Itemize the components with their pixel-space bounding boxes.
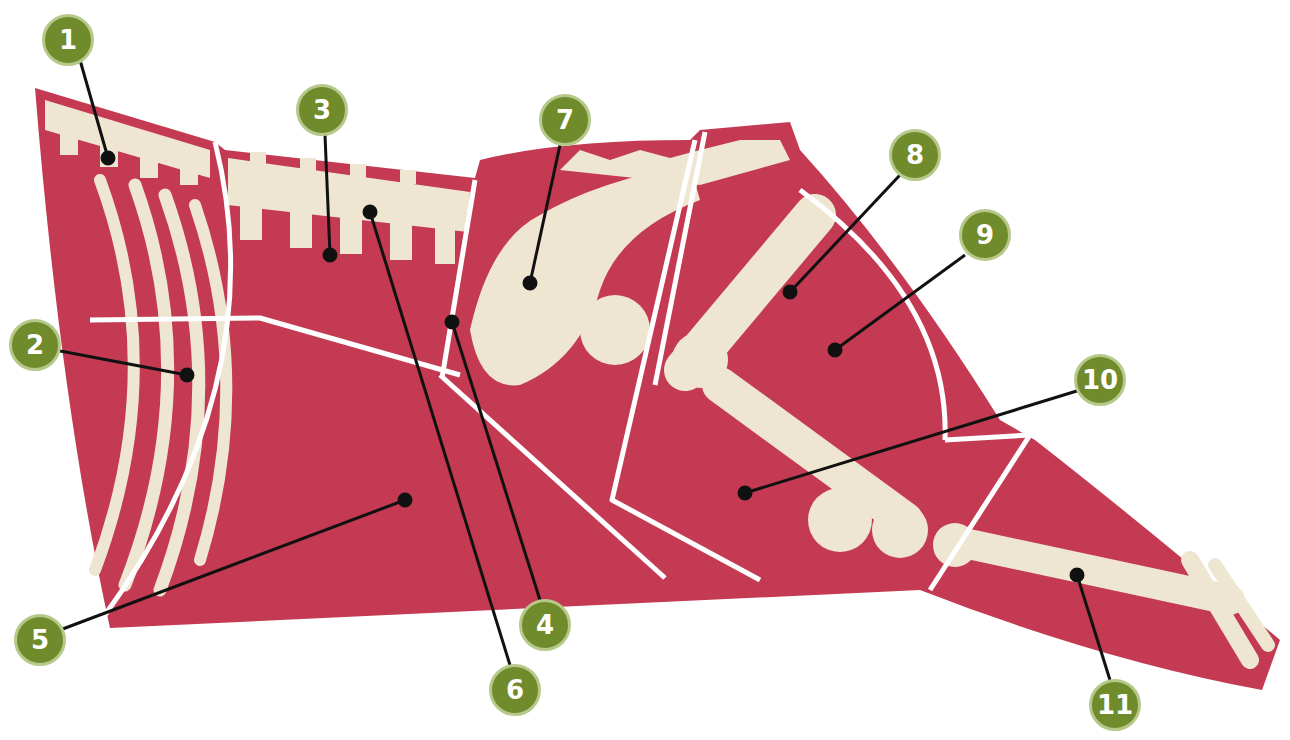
joints: [672, 332, 977, 567]
callout-number: 10: [1074, 354, 1126, 406]
callout-text: 1: [59, 27, 77, 53]
callout-number: 11: [1089, 679, 1141, 731]
leader-lines: [55, 60, 1110, 680]
callout-number: 6: [489, 664, 541, 716]
callout-text: 3: [313, 97, 331, 123]
cut-lines: [90, 132, 1030, 615]
callout-number: 1: [42, 14, 94, 66]
callout-text: 11: [1097, 692, 1133, 718]
callout-number: 2: [9, 319, 61, 371]
callout-text: 8: [906, 142, 924, 168]
callout-text: 9: [976, 222, 994, 248]
callout-text: 5: [31, 627, 49, 653]
callout-number: 7: [539, 94, 591, 146]
callout-number: 3: [296, 84, 348, 136]
carcass-outline: [35, 88, 1280, 690]
callout-text: 2: [26, 332, 44, 358]
callout-number: 5: [14, 614, 66, 666]
callout-text: 6: [506, 677, 524, 703]
callout-number: 4: [519, 599, 571, 651]
callout-text: 4: [536, 612, 554, 638]
callout-number: 8: [889, 129, 941, 181]
callout-text: 7: [556, 107, 574, 133]
callout-number: 9: [959, 209, 1011, 261]
callout-text: 10: [1082, 367, 1118, 393]
